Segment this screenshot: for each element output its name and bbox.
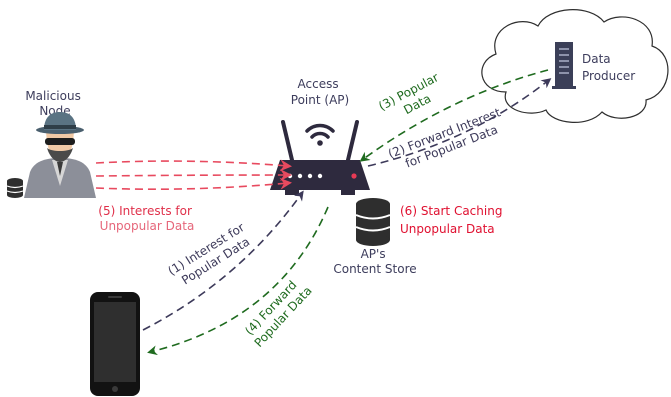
server-icon — [552, 42, 576, 89]
malicious-interest-arrow-1 — [95, 159, 292, 172]
step4-label: (4) Forward Popular Data — [241, 273, 315, 349]
step2-label: (2) Forward Interest for Popular Data — [386, 104, 511, 175]
producer-cloud — [481, 9, 669, 123]
content-store-label: AP's Content Store — [333, 247, 416, 276]
data-arrow-step4 — [147, 206, 329, 356]
step6-label: (6) Start Caching Unpopular Data — [400, 204, 506, 236]
malicious-interest-arrow-3 — [95, 177, 292, 191]
hacker-icon — [24, 112, 96, 198]
interest-arrow-step1 — [142, 190, 304, 331]
malicious-store-database-icon — [6, 178, 24, 198]
data-producer-label: Data Producer — [582, 52, 635, 83]
wifi-router-icon — [270, 120, 370, 195]
content-store-database-icon — [355, 198, 391, 246]
step5-label: (5) Interests for Unpopular Data — [98, 204, 195, 233]
smartphone-icon — [90, 292, 140, 396]
step3-label: (3) Popular Data — [376, 68, 451, 126]
malicious-interest-arrow-2 — [95, 169, 292, 182]
access-point-label: Access Point (AP) — [291, 77, 349, 107]
malicious-interest-arrows — [95, 159, 292, 191]
cloud-icon — [481, 9, 669, 123]
